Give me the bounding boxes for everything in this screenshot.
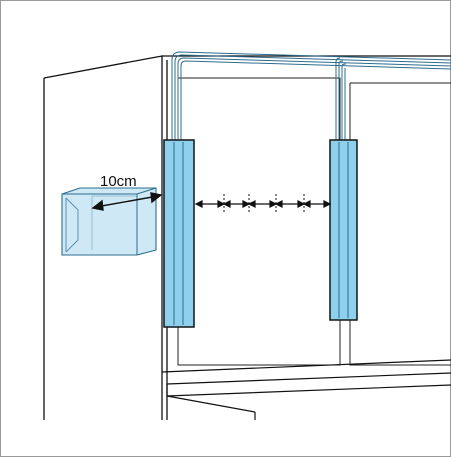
distance-label: 10cm <box>100 173 137 190</box>
antenna-bar-right <box>329 139 358 321</box>
distance-arrow-10cm <box>91 192 163 211</box>
spacing-arrows <box>194 200 332 208</box>
antenna-bar-left <box>163 139 195 328</box>
bottom-shelf <box>161 359 451 420</box>
cable-bundle <box>171 51 451 140</box>
spacing-dividers <box>223 194 305 214</box>
box-object <box>61 187 157 256</box>
door-outlines <box>177 77 451 366</box>
